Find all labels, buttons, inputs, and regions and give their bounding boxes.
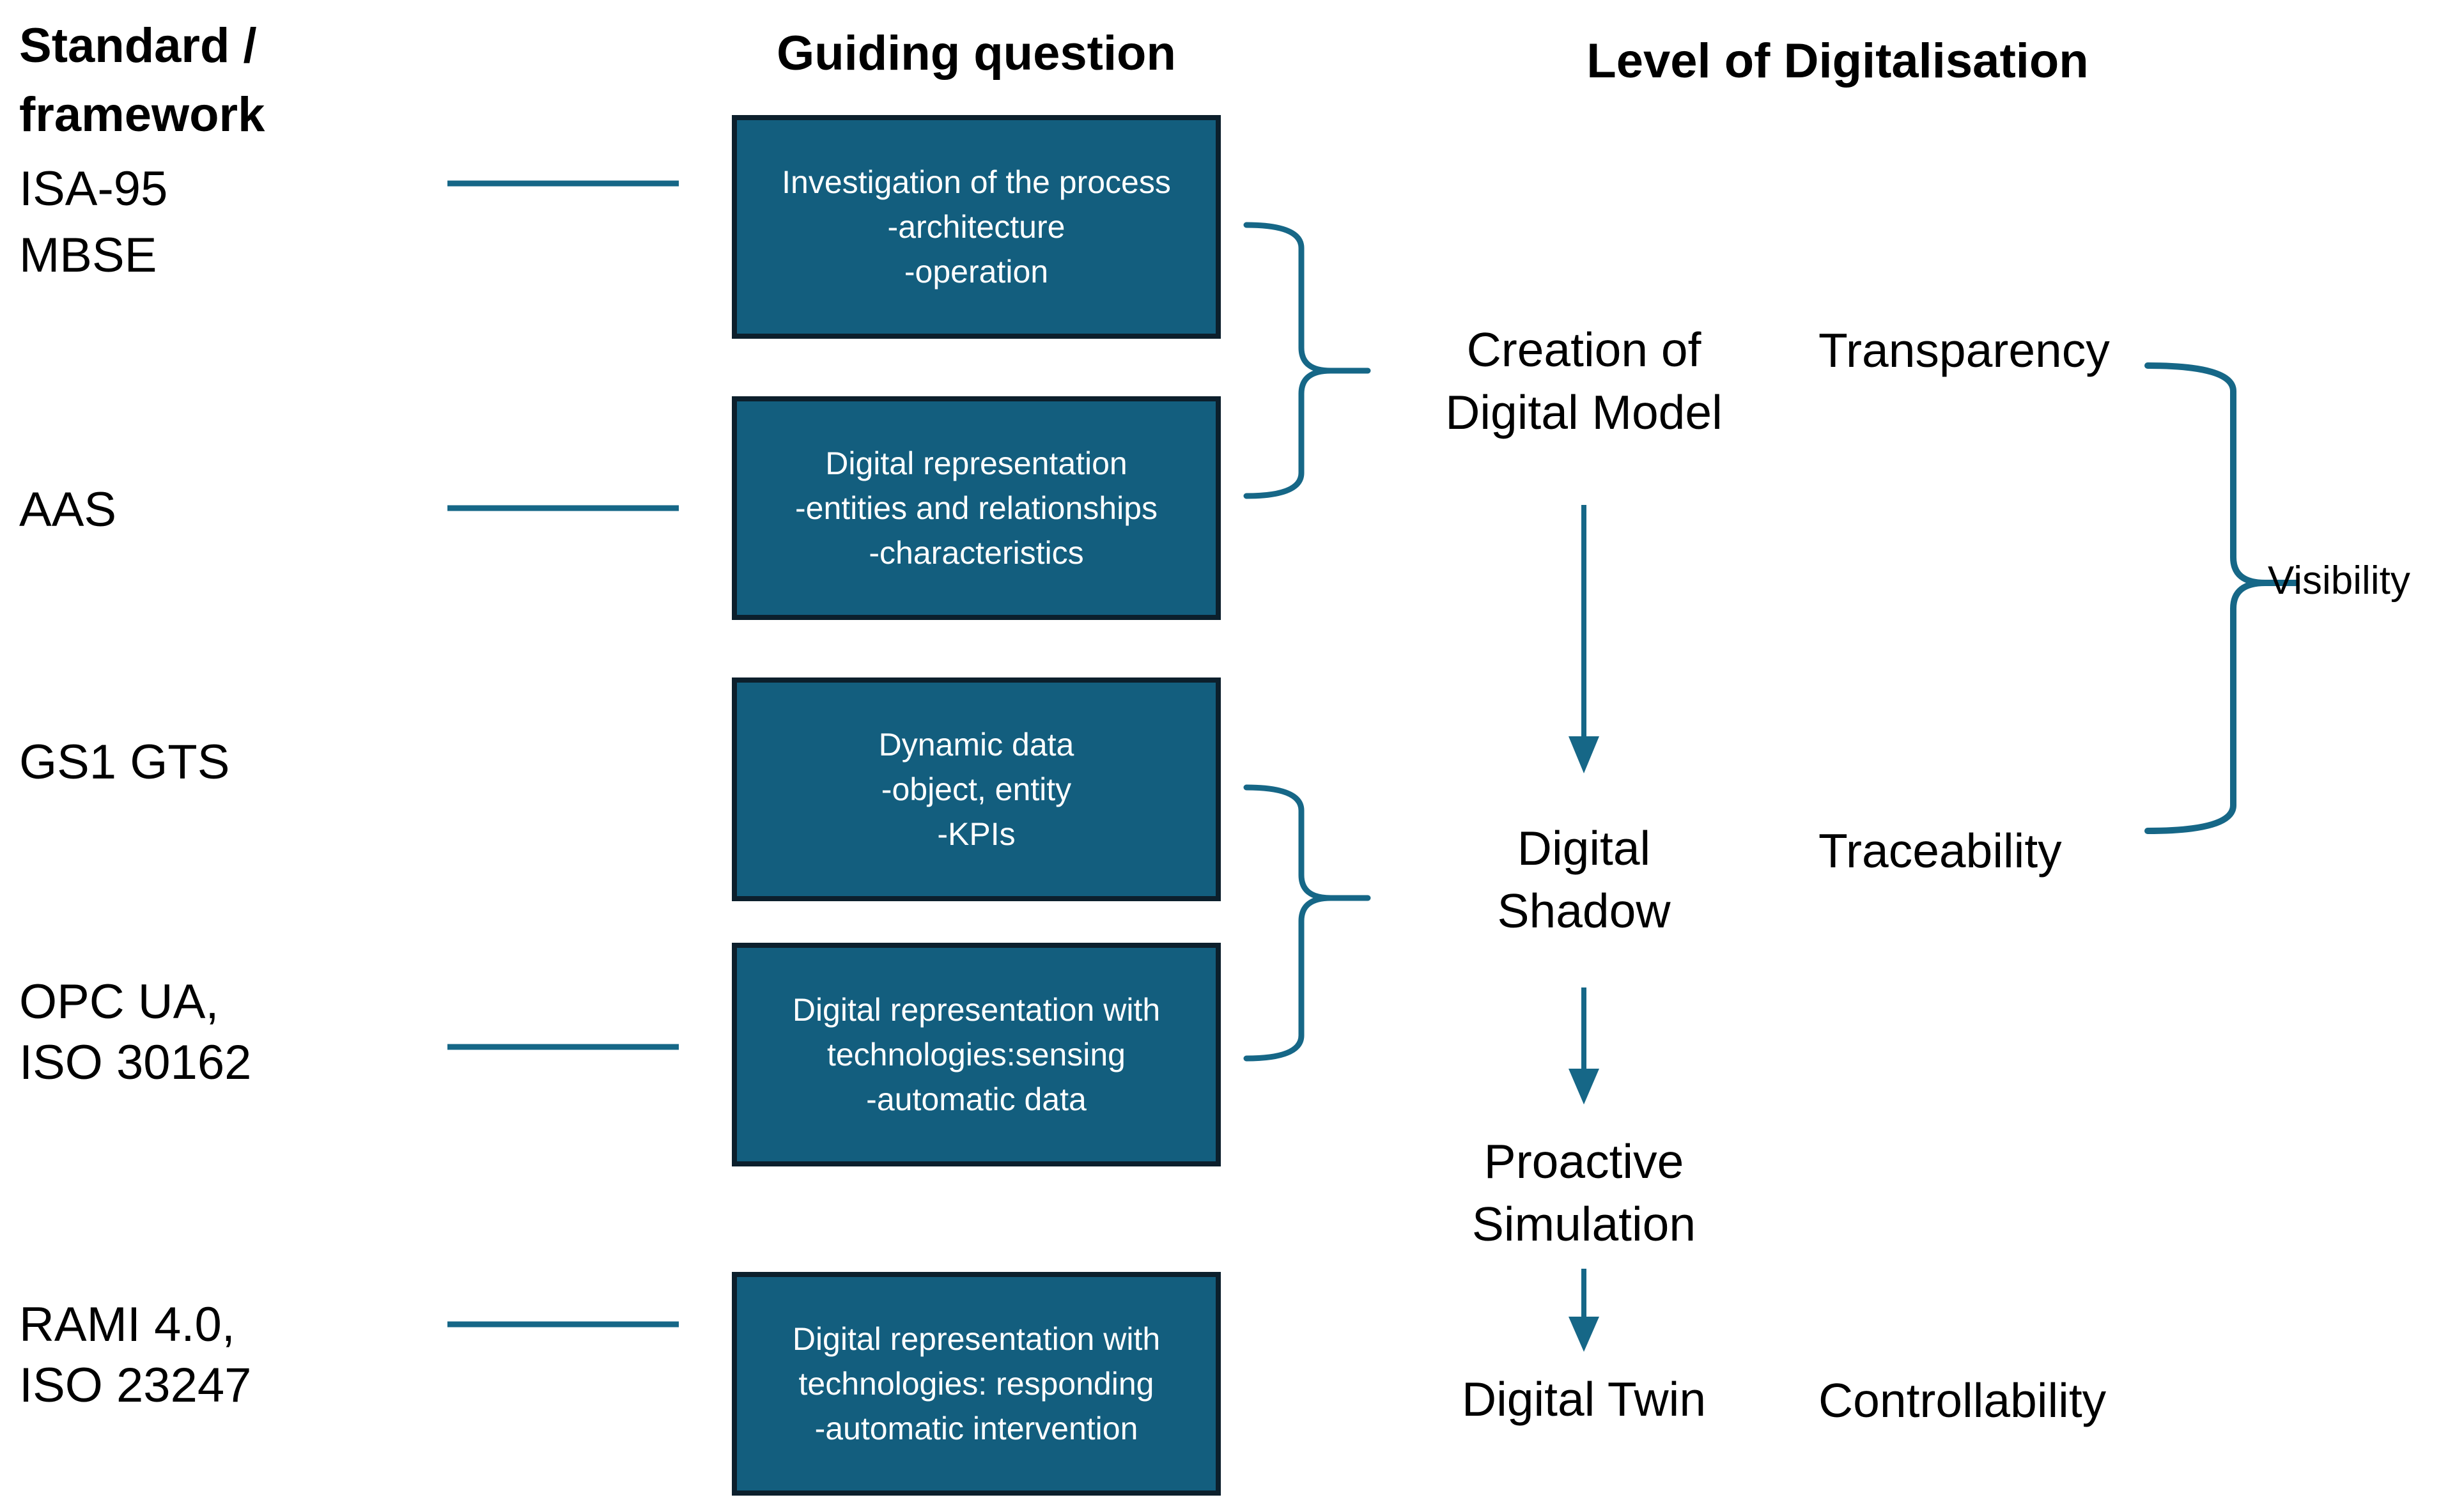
standards-header: Standard / framework	[19, 19, 265, 142]
standard-item-mbse: MBSE	[19, 228, 157, 283]
level-digital-shadow: Digital Shadow	[1497, 821, 1671, 938]
standard-item-isa95: ISA-95	[19, 162, 168, 216]
guiding-question-header: Guiding question	[777, 26, 1176, 81]
quality-traceability: Traceability	[1818, 824, 2062, 878]
level-of-digitalisation-header: Level of Digitalisation	[1586, 34, 2089, 88]
visibility-label: Visibility	[2268, 559, 2410, 603]
guiding-box-text: Digital representation with technologies…	[792, 992, 1161, 1117]
guiding-box-text: Digital representation with technologies…	[792, 1321, 1161, 1446]
guiding-box-investigation: Investigation of the process -architectu…	[732, 115, 1221, 339]
standard-item-aas: AAS	[19, 483, 117, 537]
guiding-box-digital-representation: Digital representation -entities and rel…	[732, 396, 1221, 620]
brace-digital-shadow	[1243, 784, 1371, 1062]
quality-transparency: Transparency	[1818, 323, 2110, 377]
guiding-box-sensing: Digital representation with technologies…	[732, 943, 1221, 1166]
standard-item-opcua-iso30162: OPC UA, ISO 30162	[19, 975, 252, 1090]
guiding-box-text: Digital representation -entities and rel…	[795, 445, 1158, 571]
standard-item-rami-iso23247: RAMI 4.0, ISO 23247	[19, 1297, 252, 1413]
brace-visibility	[2144, 362, 2299, 834]
standard-item-gs1gts: GS1 GTS	[19, 735, 230, 789]
level-creation-of-digital-model: Creation of Digital Model	[1445, 323, 1723, 439]
level-proactive-simulation: Proactive Simulation	[1471, 1134, 1696, 1251]
guiding-box-responding: Digital representation with technologies…	[732, 1272, 1221, 1496]
arrow-simulation-to-twin	[1569, 1269, 1599, 1352]
arrow-shadow-to-simulation	[1569, 987, 1599, 1104]
level-digital-twin: Digital Twin	[1461, 1372, 1707, 1426]
guiding-box-text: Dynamic data -object, entity -KPIs	[878, 727, 1074, 852]
guiding-box-text: Investigation of the process -architectu…	[782, 164, 1171, 290]
guiding-box-dynamic-data: Dynamic data -object, entity -KPIs	[732, 677, 1221, 901]
arrow-model-to-shadow	[1569, 505, 1599, 773]
quality-controllability: Controllability	[1818, 1374, 2107, 1427]
brace-digital-model	[1243, 222, 1371, 499]
